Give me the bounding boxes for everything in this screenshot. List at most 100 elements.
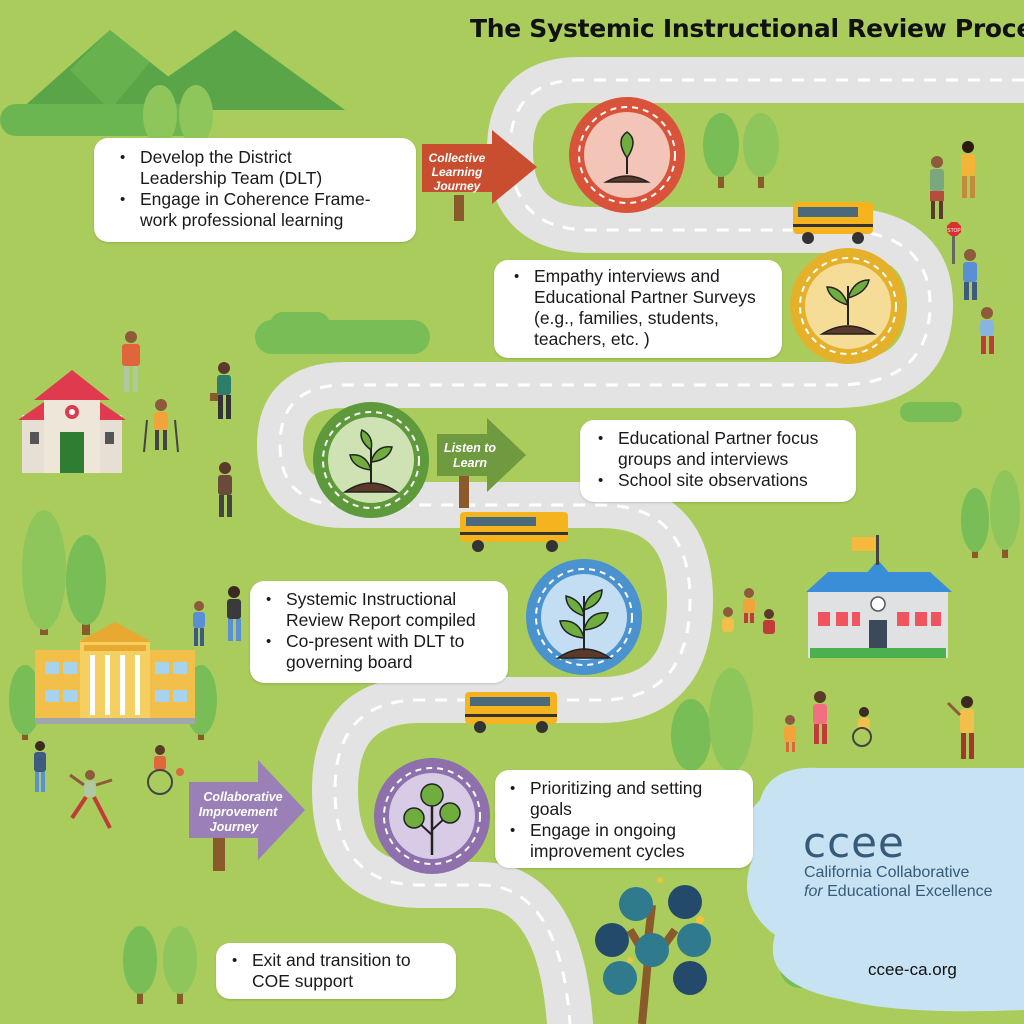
person — [743, 588, 755, 623]
page-title: The Systemic Instructional Review Proces… — [470, 14, 1024, 43]
logo-line-1: California Collaborative — [804, 864, 970, 881]
logo-line-2: for Educational Excellence — [804, 883, 993, 901]
person — [122, 331, 140, 392]
school-bus-1 — [793, 202, 873, 244]
person — [34, 741, 46, 792]
stage-5-circle — [374, 758, 490, 874]
text-line: Review Report compiled — [286, 610, 476, 630]
text-line: COE support — [252, 971, 354, 991]
people — [34, 141, 994, 829]
logo-line-2-rest: Educational Excellence — [822, 883, 993, 900]
text-line: School site observations — [618, 470, 808, 490]
seed-sprout-icon — [603, 131, 651, 183]
collaborative-sign-line-2: Improvement — [199, 805, 278, 819]
text-line: groups and interviews — [618, 449, 789, 469]
stop-sign-label: STOP — [947, 228, 961, 234]
text-line: work professional learning — [140, 210, 344, 230]
red-school-building — [18, 370, 126, 473]
stage-4-circle — [526, 559, 642, 675]
logo-for: for — [804, 883, 823, 900]
text-line: Leadership Team (DLT) — [140, 168, 323, 188]
text-line: Educational Partner Surveys — [534, 287, 756, 307]
listen-sign-line-1: Listen to — [444, 441, 496, 455]
text-line: Exit and transition to — [252, 950, 411, 970]
text-line: Co-present with DLT to — [286, 631, 465, 651]
stage-1-circle — [569, 97, 685, 213]
yellow-school-building — [35, 622, 195, 724]
collective-sign-line-1: Collective — [429, 151, 486, 165]
person-running — [69, 770, 113, 829]
text-line: goals — [530, 799, 572, 819]
person — [813, 691, 827, 744]
tree-icon — [403, 783, 461, 855]
person — [946, 696, 974, 759]
text-line: Develop the District — [140, 147, 292, 167]
text-line: (e.g., families, students, — [534, 308, 719, 328]
stop-sign: STOP — [947, 222, 961, 264]
listen-sign-line-2: Learn — [453, 456, 487, 470]
text-line: Engage in Coherence Frame- — [140, 189, 371, 209]
person — [143, 399, 179, 453]
blue-school-building — [806, 535, 952, 658]
small-plant-icon — [819, 279, 877, 335]
big-tree — [595, 877, 711, 1024]
text-line: governing board — [286, 652, 413, 672]
text-line: Educational Partner focus — [618, 428, 819, 448]
school-bus-2 — [460, 512, 568, 552]
person — [227, 586, 241, 641]
text-line: teachers, etc. ) — [534, 329, 650, 349]
person — [218, 462, 232, 517]
step-3-item: School site observations — [598, 470, 856, 491]
collaborative-sign-line-3: Journey — [210, 820, 260, 834]
school-bus-3 — [465, 692, 557, 733]
trees — [9, 85, 1020, 1004]
collective-sign-line-3: Journey — [434, 179, 482, 193]
leafy-plant-icon — [555, 589, 613, 659]
person — [963, 249, 977, 300]
collaborative-improvement-sign: Collaborative Improvement Journey — [189, 760, 305, 871]
person-wheelchair — [852, 707, 872, 747]
text-line: Prioritizing and setting — [530, 778, 703, 798]
stage-3-circle — [313, 402, 429, 518]
person — [210, 362, 231, 419]
person — [980, 307, 994, 354]
person — [930, 156, 944, 219]
person — [722, 607, 734, 632]
stage-2-circle — [790, 248, 906, 364]
person — [961, 141, 975, 198]
ccee-logo-mark: ccee — [803, 818, 905, 867]
step-1-item: Engage in Coherence Frame-work professio… — [120, 189, 416, 231]
person — [784, 715, 796, 752]
person — [193, 601, 205, 646]
person-wheelchair — [147, 745, 184, 795]
person — [763, 609, 775, 634]
winding-road — [257, 57, 1024, 1024]
collective-sign-line-2: Learning — [432, 165, 483, 179]
text-line: Empathy interviews and — [534, 266, 720, 286]
listen-to-learn-sign: Listen to Learn — [437, 418, 526, 508]
text-line: Systemic Instructional — [286, 589, 457, 609]
text-line: Engage in ongoing — [530, 820, 676, 840]
collective-learning-sign: Collective Learning Journey — [422, 130, 537, 221]
